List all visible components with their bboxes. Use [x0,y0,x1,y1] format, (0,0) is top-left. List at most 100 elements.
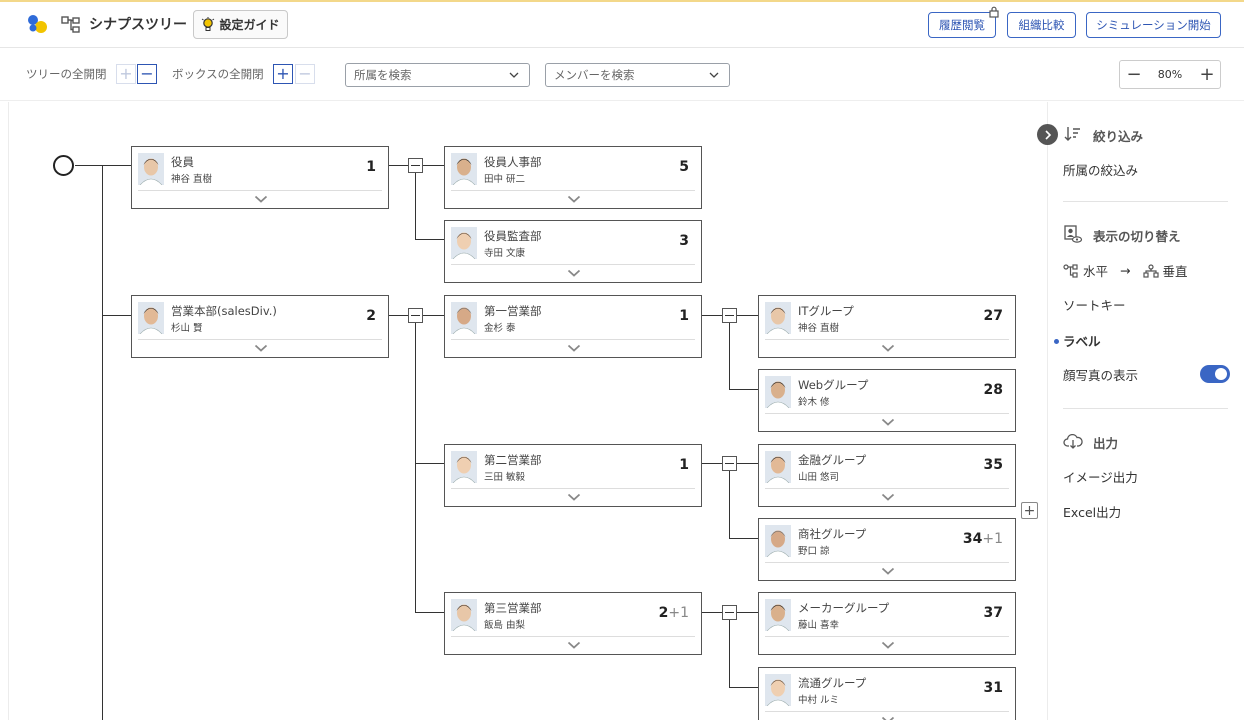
card-count-value: 2 [658,605,669,621]
card-person-name: 野口 諒 [798,546,830,557]
tree-collapse-all-button[interactable]: − [137,64,157,84]
card-dept-name: 第一営業部 [484,304,542,318]
member-search-select[interactable]: メンバーを検索 [545,63,730,87]
card-count-value: 34 [962,531,983,547]
zoom-in-button[interactable]: + [1199,64,1215,85]
org-card[interactable]: 流通グループ 中村 ルミ 31 [758,667,1016,720]
collapse-node-button[interactable] [408,308,423,323]
minus-icon: − [140,64,154,83]
start-simulation-label: シミュレーション開始 [1096,18,1211,32]
collapse-node-button[interactable] [722,308,737,323]
chevron-down-icon[interactable] [881,567,895,575]
image-export-item[interactable]: イメージ出力 [1063,470,1138,485]
chevron-down-icon[interactable] [567,493,581,501]
orientation-arrow: → [1120,263,1131,278]
org-card[interactable]: メーカーグループ 藤山 喜幸 37 [758,592,1016,655]
card-separator [765,562,1009,563]
expand-branch-button[interactable]: + [1021,502,1038,519]
history-view-button[interactable]: 履歴閲覧 [928,6,999,38]
sort-key-item[interactable]: ソートキー [1063,298,1126,313]
start-simulation-button[interactable]: シミュレーション開始 [1086,12,1221,38]
avatar [451,599,477,631]
org-card[interactable]: ITグループ 神谷 直樹 27 [758,295,1016,358]
card-count-value: 1 [366,159,376,175]
org-card[interactable]: 第一営業部 金杉 泰 1 [444,295,702,358]
sort-filter-icon [1064,127,1080,141]
card-dept-name: 商社グループ [798,527,867,541]
chevron-down-icon[interactable] [567,641,581,649]
org-card[interactable]: Webグループ 鈴木 修 28 [758,369,1016,432]
lock-icon [989,6,999,18]
active-indicator [1054,339,1059,344]
card-dept-name: 第三営業部 [484,601,542,615]
box-collapse-all-button[interactable]: − [295,64,315,84]
lightbulb-icon [202,16,215,31]
org-card[interactable]: 役員人事部 田中 研二 5 [444,146,702,209]
org-card[interactable]: 金融グループ 山田 悠司 35 [758,444,1016,507]
org-card[interactable]: 営業本部(salesDiv.) 杉山 賢 2 [131,295,389,358]
org-compare-button[interactable]: 組織比較 [1007,12,1076,38]
horizontal-layout-icon [1063,263,1078,278]
chevron-down-icon[interactable] [881,344,895,352]
chevron-down-icon[interactable] [254,344,268,352]
label-item[interactable]: ラベル [1063,334,1101,349]
card-count-value: 27 [983,308,1003,324]
panel-collapse-button[interactable] [1037,124,1058,145]
collapse-node-button[interactable] [722,456,737,471]
tree-toggle-label: ツリーの全開閉 [26,67,107,81]
collapse-node-button[interactable] [408,158,423,173]
chevron-down-icon[interactable] [881,716,895,720]
chevron-down-icon[interactable] [881,493,895,501]
minus-icon [725,611,734,614]
minus-icon: − [298,64,312,83]
card-person-name: 神谷 直樹 [798,323,840,334]
setup-guide-button[interactable]: 設定ガイド [193,10,288,39]
zoom-level: 80% [1157,68,1183,81]
chevron-down-icon[interactable] [881,641,895,649]
org-card[interactable]: 第二営業部 三田 敏毅 1 [444,444,702,507]
member-search-placeholder: メンバーを検索 [554,68,635,82]
minus-icon [411,164,420,167]
setup-guide-label: 設定ガイド [219,18,280,32]
dept-search-select[interactable]: 所属を検索 [345,63,530,87]
card-separator [451,488,695,489]
chevron-down-icon[interactable] [881,418,895,426]
card-count-extra: +1 [982,531,1003,547]
card-person-name: 金杉 泰 [484,323,516,334]
tree-expand-all-button[interactable]: + [116,64,136,84]
org-card[interactable]: 商社グループ 野口 諒 34+1 [758,518,1016,581]
card-dept-name: 営業本部(salesDiv.) [171,304,277,318]
chevron-down-icon[interactable] [567,344,581,352]
chevron-down-icon[interactable] [254,195,268,203]
tree-root-node[interactable] [53,155,74,176]
avatar [765,376,791,408]
orientation-toggle[interactable]: 水平 → 垂直 [1063,261,1188,280]
card-member-count: 1 [366,159,376,175]
card-member-count: 1 [679,308,689,324]
box-expand-all-button[interactable]: + [273,64,293,84]
avatar [451,227,477,259]
org-card[interactable]: 役員監査部 寺田 文康 3 [444,220,702,283]
card-member-count: 27 [984,308,1003,324]
card-person-name: 藤山 喜幸 [798,620,840,631]
zoom-out-button[interactable]: − [1126,64,1142,85]
collapse-node-button[interactable] [722,605,737,620]
chevron-down-icon[interactable] [567,195,581,203]
excel-export-item[interactable]: Excel出力 [1063,505,1122,520]
show-photo-toggle[interactable] [1200,365,1230,383]
chevron-down-icon[interactable] [567,269,581,277]
plus-icon: + [1023,502,1036,519]
org-card[interactable]: 役員 神谷 直樹 1 [131,146,389,209]
card-person-name: 杉山 賢 [171,323,203,334]
avatar [451,302,477,334]
card-count-value: 37 [983,605,1003,621]
vertical-layout-icon [1142,263,1159,278]
card-count-value: 35 [983,457,1003,473]
org-card[interactable]: 第三営業部 飯島 由梨 2+1 [444,592,702,655]
card-person-name: 飯島 由梨 [484,620,526,631]
card-dept-name: 流通グループ [798,676,867,690]
avatar [451,451,477,483]
minus-icon [725,314,734,317]
org-tree-canvas[interactable]: 役員 神谷 直樹 1 役員人事部 田中 研二 5 役員監査部 寺田 文康 3 [8,102,1047,720]
dept-filter-item[interactable]: 所属の絞込み [1063,163,1139,178]
